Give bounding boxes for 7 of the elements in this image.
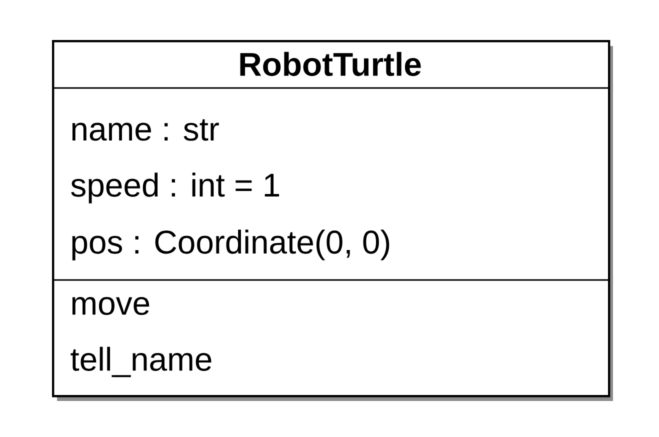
attribute-text: speed : int = 1 bbox=[71, 172, 280, 204]
attribute-text: name : str bbox=[72, 119, 219, 141]
class-box bbox=[52, 40, 613, 401]
class-name: RobotTurtle bbox=[240, 52, 421, 76]
method-text: tell_name bbox=[70, 346, 212, 378]
attribute-text: pos : Coordinate(0, 0) bbox=[72, 230, 390, 260]
method-text: move bbox=[72, 297, 150, 315]
